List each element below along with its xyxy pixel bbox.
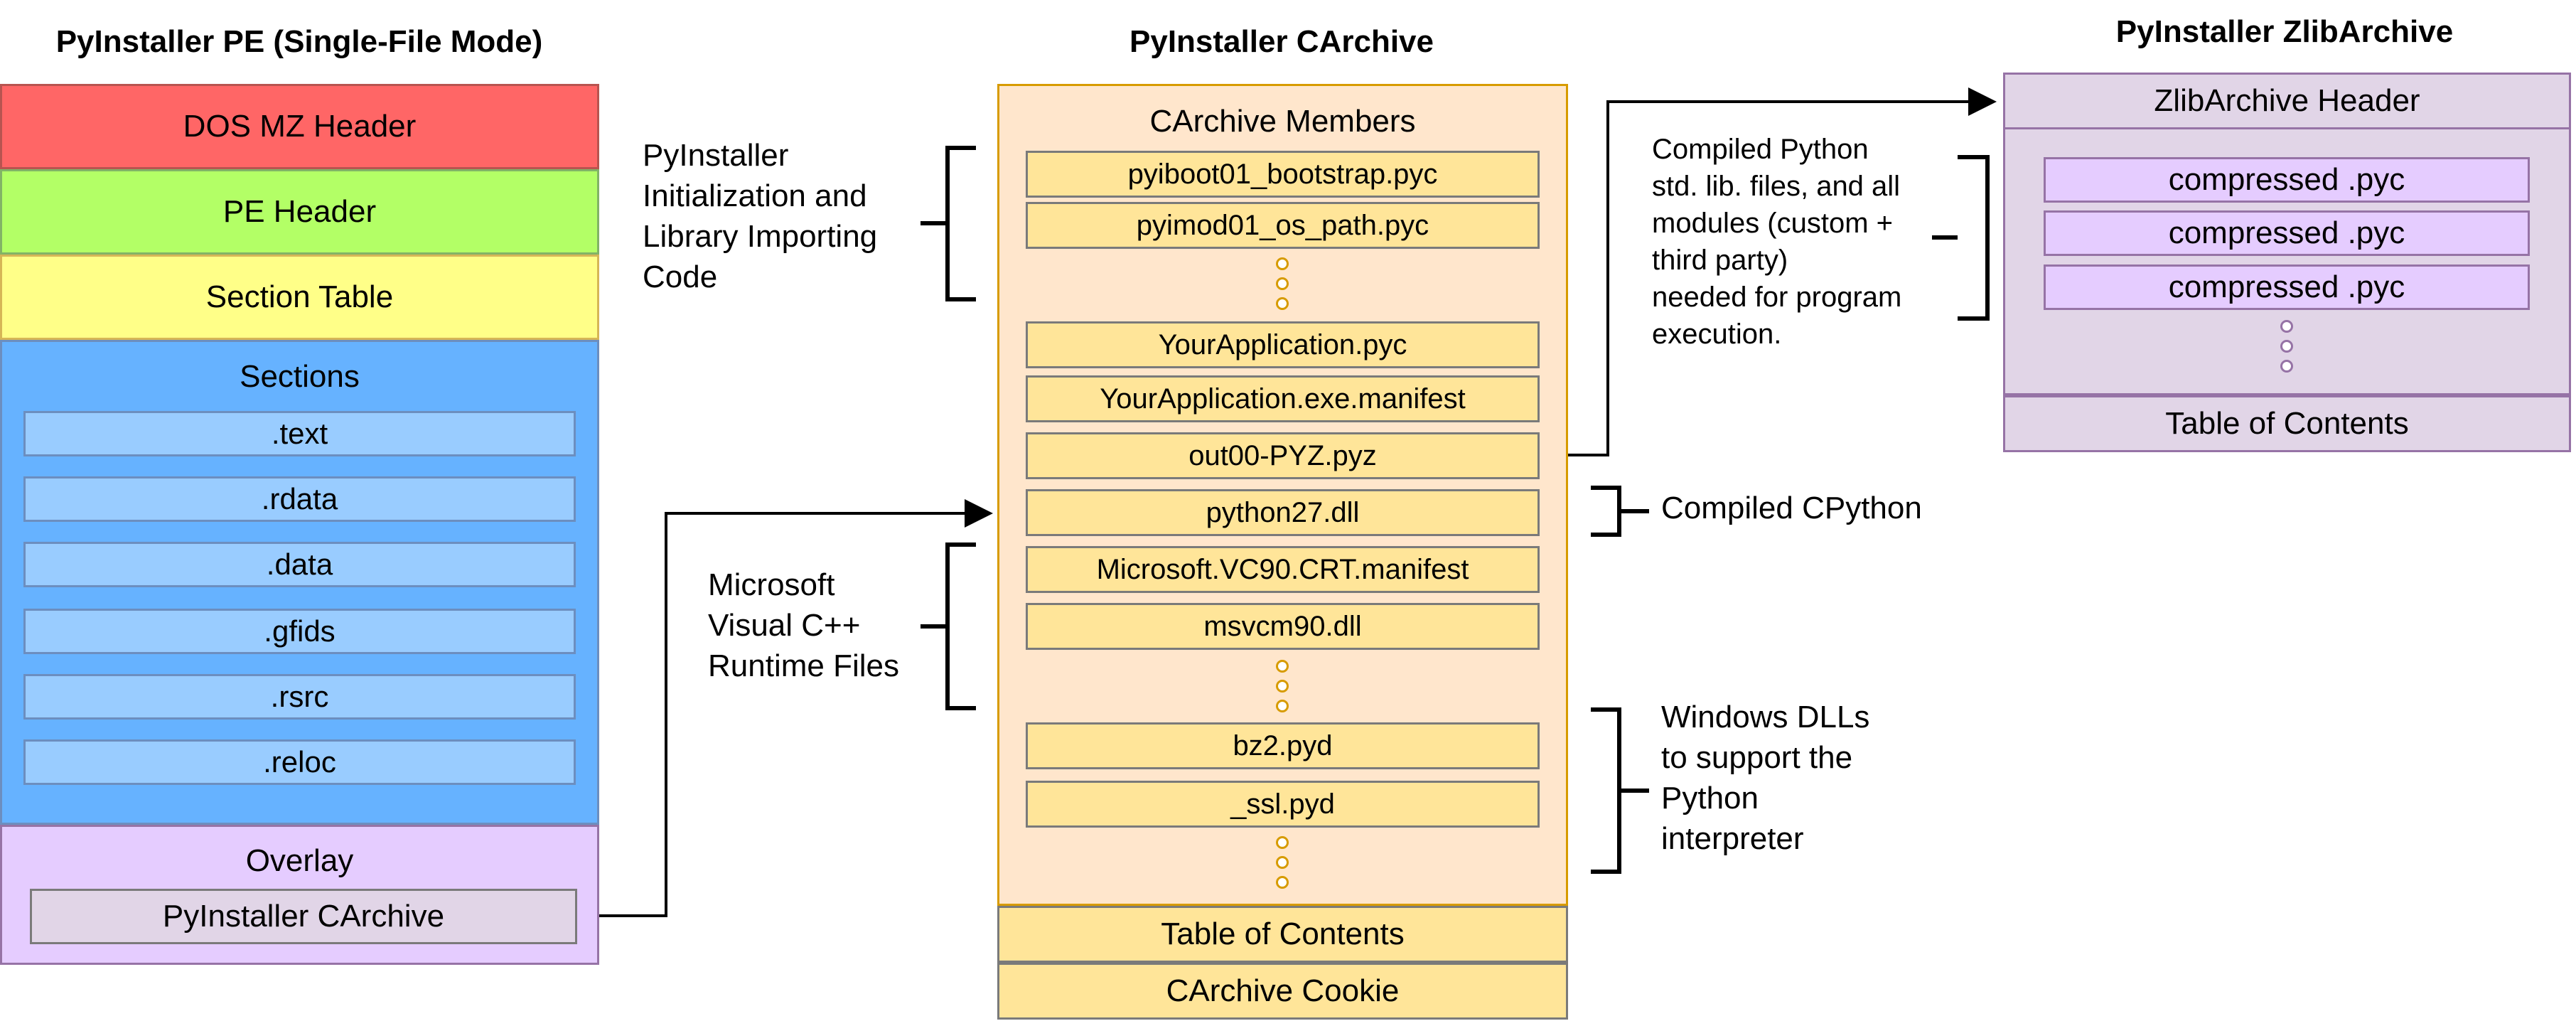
section-table: Section Table [0, 255, 599, 340]
zlib-member: compressed .pyc [2044, 264, 2530, 310]
sections-label: Sections [240, 359, 360, 394]
ellipsis-dot [1276, 680, 1289, 693]
section-gfids: .gfids [23, 609, 576, 654]
annotation-windows-dlls: Windows DLLs to support the Python inter… [1661, 700, 1870, 856]
ellipsis-dot [1276, 277, 1289, 290]
member-pyimod01: pyimod01_os_path.pyc [1026, 202, 1540, 249]
overlay-label: Overlay [245, 843, 354, 878]
vc-runtime-bracket [921, 542, 976, 710]
ellipsis-dot [2280, 320, 2293, 333]
annotation-init-code: PyInstaller Initialization and Library I… [643, 138, 878, 294]
member-pyiboot01: pyiboot01_bootstrap.pyc [1026, 151, 1540, 198]
section-reloc: .reloc [23, 739, 576, 785]
annotation-compiled-python: Compiled Python std. lib. files, and all… [1652, 134, 1902, 350]
windows-dlls-bracket [1591, 707, 1649, 874]
dos-header: DOS MZ Header [0, 84, 599, 169]
pyz-to-zlibarchive-arrow [1540, 87, 1997, 456]
member-msvcm90-dll: msvcm90.dll [1026, 603, 1540, 650]
section-rdata: .rdata [23, 476, 576, 522]
member-ssl-pyd: _ssl.pyd [1026, 781, 1540, 828]
annotation-vc-runtime: Microsoft Visual C++ Runtime Files [708, 567, 899, 683]
ellipsis-dot [1276, 856, 1289, 869]
zlib-member: compressed .pyc [2044, 157, 2530, 203]
zlib-toc: Table of Contents [2003, 395, 2571, 452]
ellipsis-dot [1276, 297, 1289, 310]
cpython-bracket [1591, 486, 1649, 537]
overlay-carchive-box: PyInstaller CArchive [30, 889, 577, 944]
zlib-member: compressed .pyc [2044, 210, 2530, 256]
ellipsis-dot [1276, 257, 1289, 270]
section-rsrc: .rsrc [23, 674, 576, 720]
member-bz2-pyd: bz2.pyd [1026, 722, 1540, 769]
section-text: .text [23, 411, 576, 456]
zlib-title: PyInstaller ZlibArchive [2115, 14, 2454, 49]
carchive-title: PyInstaller CArchive [1129, 24, 1434, 59]
carchive-toc: Table of Contents [997, 906, 1568, 963]
member-vc90-crt-manifest: Microsoft.VC90.CRT.manifest [1026, 546, 1540, 593]
init-code-bracket [921, 146, 976, 301]
carchive-cookie: CArchive Cookie [997, 963, 1568, 1020]
pe-header: PE Header [0, 169, 599, 255]
ellipsis-dot [2280, 340, 2293, 353]
ellipsis-dot [1276, 700, 1289, 712]
carchive-members-label: CArchive Members [1149, 104, 1416, 139]
ellipsis-dot [2280, 360, 2293, 373]
ellipsis-dot [1276, 660, 1289, 673]
member-yourapplication-pyc: YourApplication.pyc [1026, 321, 1540, 368]
compiled-python-bracket [1932, 155, 1990, 321]
member-python27-dll: python27.dll [1026, 489, 1540, 536]
overlay-to-carchive-arrow [577, 499, 993, 917]
ellipsis-dot [1276, 876, 1289, 889]
annotation-compiled-cpython: Compiled CPython [1661, 491, 1922, 525]
member-yourapplication-manifest: YourApplication.exe.manifest [1026, 375, 1540, 422]
zlib-header: ZlibArchive Header [2003, 73, 2571, 129]
ellipsis-dot [1276, 836, 1289, 849]
section-data: .data [23, 542, 576, 587]
member-out00-pyz: out00-PYZ.pyz [1026, 432, 1540, 479]
pe-title: PyInstaller PE (Single-File Mode) [55, 24, 543, 59]
